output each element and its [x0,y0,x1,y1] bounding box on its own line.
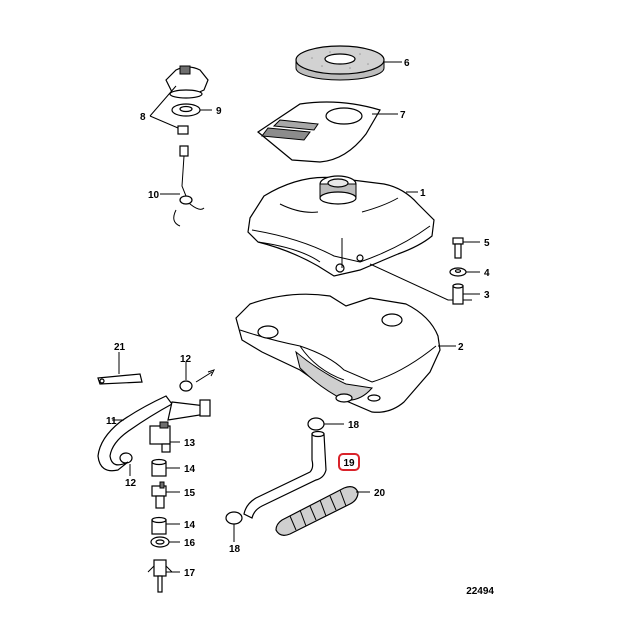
callout-11[interactable]: 11 [106,416,117,427]
diagram-id: 22494 [466,586,494,597]
part-9-gasket[interactable] [171,103,201,117]
part-4-washer[interactable] [449,267,467,277]
callout-14-lower[interactable]: 14 [184,520,196,531]
callout-14-upper[interactable]: 14 [184,464,196,475]
callout-19-highlight[interactable]: 19 [338,453,360,471]
callout-18-lower[interactable]: 18 [229,544,241,555]
callout-5[interactable]: 5 [484,238,490,249]
callout-13[interactable]: 13 [184,438,196,449]
part-17-quick-connect[interactable] [147,559,173,593]
part-10-tether[interactable] [173,145,205,227]
part-20-sleeve[interactable] [275,486,359,536]
callout-1[interactable]: 1 [420,188,426,199]
callout-19[interactable]: 19 [343,458,355,469]
callout-8[interactable]: 8 [140,112,146,123]
callout-4[interactable]: 4 [484,268,490,279]
part-8-filler-cap[interactable] [165,65,209,135]
callout-20[interactable]: 20 [374,488,386,499]
part-13-connector[interactable] [149,421,171,453]
part-2-tank-base[interactable] [235,293,441,413]
callout-10[interactable]: 10 [148,190,160,201]
callout-21[interactable]: 21 [114,342,126,353]
part-11-fuel-hose[interactable] [97,395,211,472]
part-15-fitting[interactable] [151,481,167,509]
part-14-sleeve-lower[interactable] [151,516,167,535]
part-21-strap[interactable] [97,373,143,385]
callout-18-upper[interactable]: 18 [348,420,360,431]
callout-6[interactable]: 6 [404,58,410,69]
callout-2[interactable]: 2 [458,342,464,353]
part-18-clamp-lower[interactable] [225,511,243,525]
callout-16[interactable]: 16 [184,538,196,549]
part-12-clamp-upper[interactable] [179,369,215,392]
callout-3[interactable]: 3 [484,290,490,301]
callout-7[interactable]: 7 [400,110,406,121]
part-5-bolt[interactable] [452,237,464,259]
part-7-decal[interactable] [256,101,381,163]
part-12-clamp-lower[interactable] [119,452,133,464]
part-19-formed-hose[interactable] [243,430,327,519]
callout-12-upper[interactable]: 12 [180,354,192,365]
part-6-pad[interactable] [295,45,385,81]
callout-12-lower[interactable]: 12 [125,478,137,489]
part-16-o-ring[interactable] [150,536,170,548]
callout-9[interactable]: 9 [216,106,222,117]
part-18-clamp-upper[interactable] [307,417,325,431]
part-1-fuel-tank[interactable] [247,175,435,277]
callout-15[interactable]: 15 [184,488,196,499]
callout-17[interactable]: 17 [184,568,196,579]
part-3-spacer[interactable] [452,283,464,305]
part-14-sleeve-upper[interactable] [151,458,167,477]
